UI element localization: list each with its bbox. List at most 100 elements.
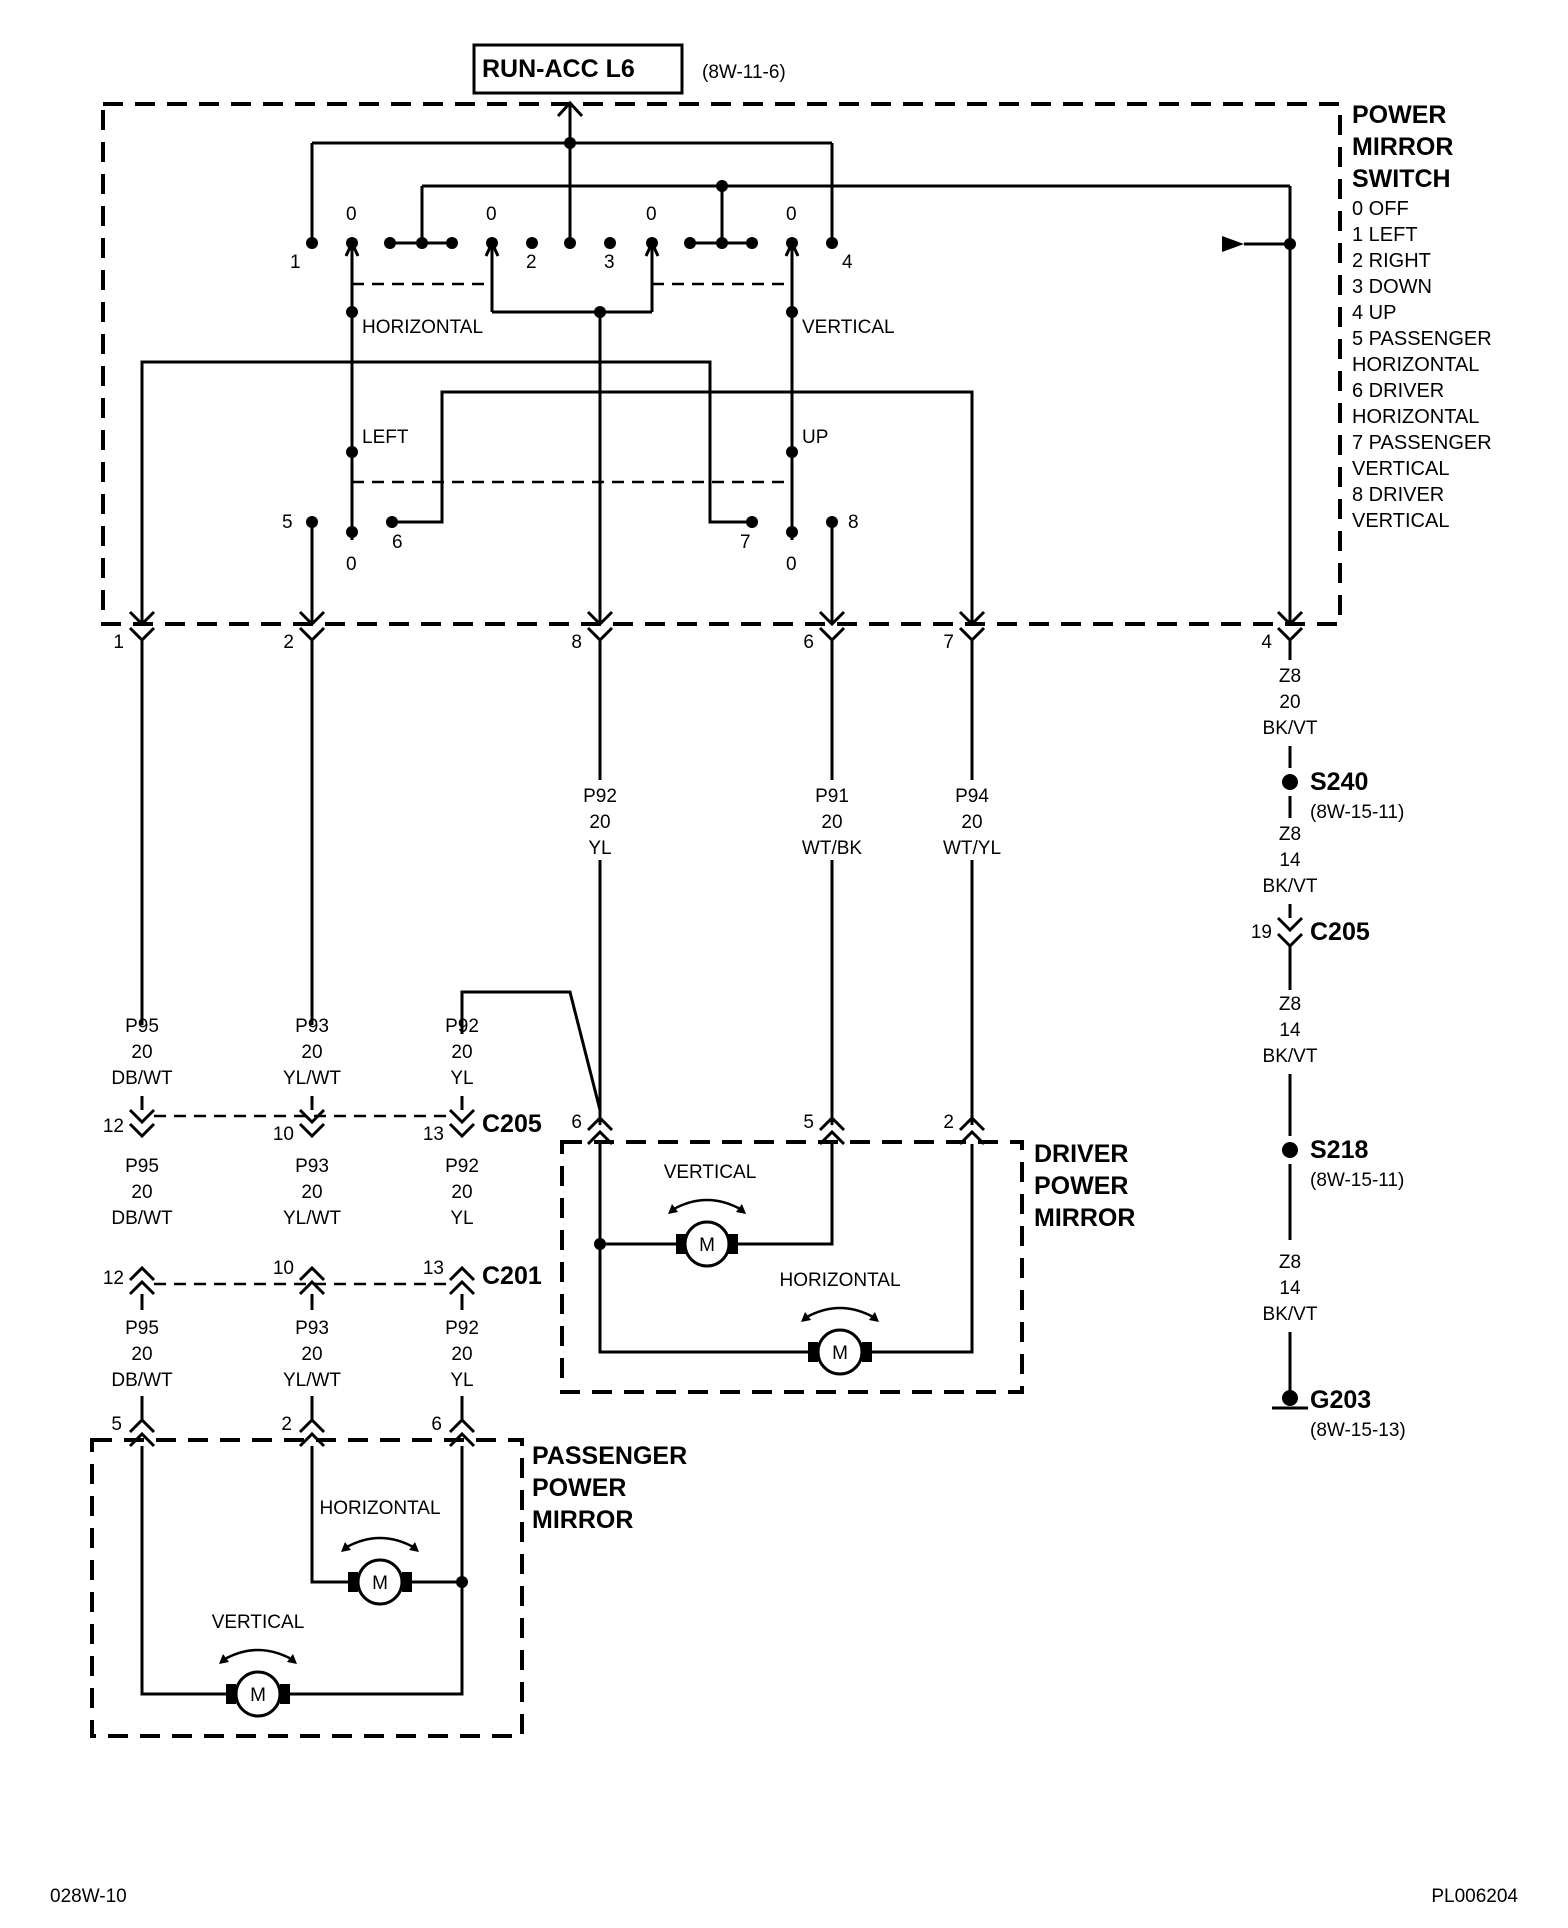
contact-mid — [564, 237, 576, 249]
mechanical-links — [352, 282, 792, 484]
splice-s218-ref: (8W-15-11) — [1310, 1170, 1404, 1191]
svg-text:P95: P95 — [125, 1318, 159, 1339]
label-up: UP — [802, 427, 828, 448]
legend-5: 5 PASSENGER — [1352, 328, 1492, 350]
svg-text:BK/VT: BK/VT — [1263, 1304, 1318, 1325]
driver-pins: 6 5 2 — [571, 1112, 986, 1146]
connector-c201: 12 10 13 C201 — [103, 1258, 542, 1310]
splice-s240-dot — [1282, 774, 1298, 790]
svg-text:C205: C205 — [482, 1110, 542, 1138]
legend-0: 0 OFF — [1352, 198, 1409, 220]
wiper-left — [344, 239, 360, 540]
contact-label-7: 7 — [740, 532, 751, 553]
svg-text:2: 2 — [281, 1414, 292, 1435]
left-junction-a — [346, 306, 358, 318]
switch-pin-6: 6 — [803, 610, 846, 1125]
legend-3: 3 DOWN — [1352, 276, 1432, 298]
svg-text:YL/WT: YL/WT — [283, 1208, 341, 1229]
legend-8: HORIZONTAL — [1352, 406, 1479, 428]
driver-horizontal-label: HORIZONTAL — [779, 1270, 900, 1291]
passenger-vertical-circuit — [140, 1446, 464, 1696]
splice-s218-label: S218 — [1310, 1136, 1368, 1164]
passenger-title-2: POWER — [532, 1474, 626, 1502]
up-junction-a — [786, 306, 798, 318]
svg-text:P92: P92 — [445, 1156, 479, 1177]
driver-vertical-label: VERTICAL — [664, 1162, 757, 1183]
svg-text:Z8: Z8 — [1279, 994, 1301, 1015]
svg-text:BK/VT: BK/VT — [1263, 876, 1318, 897]
passenger-vertical-label: VERTICAL — [212, 1612, 305, 1633]
svg-text:7: 7 — [943, 632, 954, 653]
passenger-mirror-enclosure — [90, 1438, 524, 1738]
driver-vertical-circuit — [600, 1144, 834, 1246]
wire-label-p93-c: P93 20 YL/WT — [283, 1318, 341, 1391]
contact-7 — [746, 516, 758, 528]
feed-junction — [564, 137, 576, 149]
switch-pin-8: 8 — [571, 610, 614, 1125]
contact-8 — [826, 516, 838, 528]
driver-horizontal-motor: M HORIZONTAL — [779, 1270, 901, 1376]
switch-pin-4: 4 — [1261, 610, 1304, 660]
up-junction-b — [786, 446, 798, 458]
wire-label-p91: P91 20 WT/BK — [800, 780, 864, 860]
indicator-arrow — [1222, 236, 1244, 252]
svg-text:BK/VT: BK/VT — [1263, 718, 1318, 739]
contact-4 — [826, 237, 838, 249]
svg-text:20: 20 — [451, 1182, 472, 1203]
svg-text:20: 20 — [451, 1042, 472, 1063]
svg-text:YL: YL — [450, 1370, 473, 1391]
svg-text:P92: P92 — [445, 1318, 479, 1339]
svg-text:P93: P93 — [295, 1318, 329, 1339]
svg-text:5: 5 — [803, 1112, 814, 1133]
passenger-vertical-motor: M VERTICAL — [212, 1612, 305, 1718]
wire-contact-6 — [392, 390, 974, 624]
svg-text:Z8: Z8 — [1279, 824, 1301, 845]
svg-text:20: 20 — [589, 812, 610, 833]
svg-text:DB/WT: DB/WT — [111, 1370, 173, 1391]
splice-s218-dot — [1282, 1142, 1298, 1158]
contact-label-4: 4 — [842, 252, 853, 273]
contact-1 — [306, 237, 318, 249]
contact-5 — [306, 516, 318, 528]
svg-text:1: 1 — [113, 632, 124, 653]
svg-text:C201: C201 — [482, 1262, 542, 1290]
legend-2: 2 RIGHT — [1352, 250, 1431, 272]
driver-junction — [594, 1238, 606, 1250]
svg-text:Z8: Z8 — [1279, 666, 1301, 687]
svg-text:YL: YL — [450, 1208, 473, 1229]
svg-text:20: 20 — [961, 812, 982, 833]
legend-4: 4 UP — [1352, 302, 1396, 324]
svg-text:20: 20 — [451, 1344, 472, 1365]
legend-11: 8 DRIVER — [1352, 484, 1444, 506]
wire-contact-7 — [140, 360, 752, 624]
switch-enclosure — [101, 102, 1342, 626]
horizontal-common — [492, 310, 652, 624]
svg-text:Z8: Z8 — [1279, 1252, 1301, 1273]
svg-text:5: 5 — [111, 1414, 122, 1435]
source-ref: (8W-11-6) — [702, 62, 786, 83]
contact-label-0b: 0 — [486, 204, 497, 225]
svg-text:8: 8 — [571, 632, 582, 653]
svg-text:20: 20 — [131, 1042, 152, 1063]
svg-text:2: 2 — [943, 1112, 954, 1133]
svg-text:20: 20 — [301, 1042, 322, 1063]
svg-text:12: 12 — [103, 1268, 124, 1289]
driver-vertical-motor: M VERTICAL — [664, 1162, 757, 1268]
contact-label-0f: 0 — [786, 554, 797, 575]
wiper-horizontal-2 — [644, 239, 660, 312]
wire-label-p95-c: P95 20 DB/WT — [111, 1318, 173, 1391]
legend-7: 6 DRIVER — [1352, 380, 1444, 402]
wire-label-p92-b: P92 20 YL — [445, 1156, 479, 1229]
driver-horizontal-circuit — [598, 1144, 974, 1354]
wiper-horizontal — [484, 239, 500, 312]
svg-text:10: 10 — [273, 1258, 294, 1279]
svg-text:13: 13 — [423, 1258, 444, 1279]
feed-bus-2 — [420, 184, 1292, 624]
svg-text:20: 20 — [821, 812, 842, 833]
legend-10: VERTICAL — [1352, 458, 1449, 480]
p92-crossover — [460, 990, 602, 1111]
contact-label-0c: 0 — [646, 204, 657, 225]
c205-ground-connector — [1276, 916, 1304, 949]
svg-text:P95: P95 — [125, 1156, 159, 1177]
c205-ground-pin: 19 — [1251, 922, 1272, 943]
